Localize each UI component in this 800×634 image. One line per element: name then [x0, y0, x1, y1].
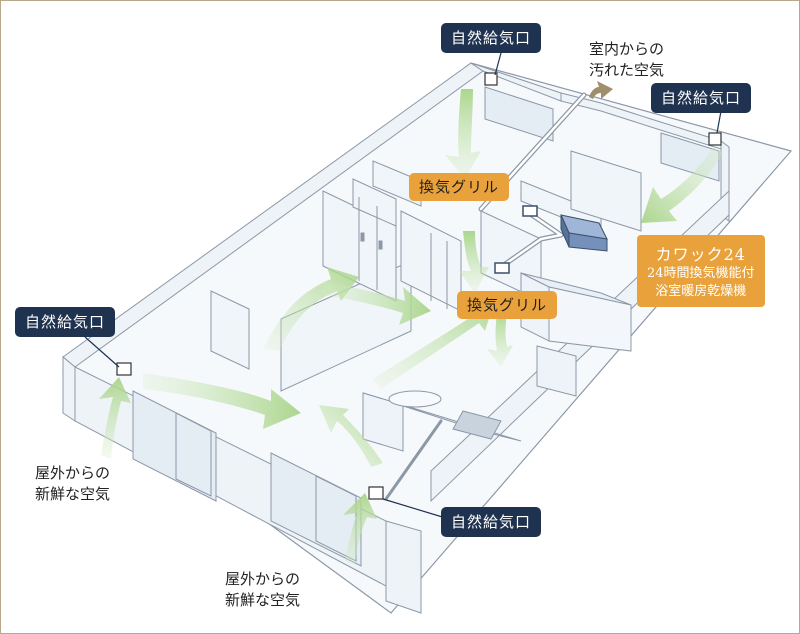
intake-callout-bottom: 自然給気口 — [441, 507, 542, 537]
unit-desc-line1: 24時間換気機能付 — [647, 266, 755, 281]
fresh-bottom-line2: 新鮮な空気 — [225, 591, 301, 609]
intake-callout-right: 自然給気口 — [651, 83, 752, 113]
unit-name: カワック24 — [655, 245, 746, 264]
fresh-air-arrows — [99, 89, 723, 565]
interior-doors — [358, 197, 448, 309]
fresh-air-note-left: 屋外からの 新鮮な空気 — [35, 463, 110, 505]
intake-callout-top: 自然給気口 — [441, 23, 542, 53]
kitchen-counter — [362, 390, 522, 452]
outer-walls — [62, 62, 730, 614]
grille-label-lower: 換気グリル — [457, 291, 558, 319]
grille-label-upper: 換気グリル — [409, 173, 510, 201]
fresh-left-line1: 屋外からの — [35, 464, 111, 482]
exhaust-note-line1: 室内からの — [589, 40, 665, 58]
fresh-air-note-bottom: 屋外からの 新鮮な空気 — [225, 569, 300, 611]
exhaust-air-note: 室内からの 汚れた空気 — [589, 39, 664, 81]
exhaust-arrow — [589, 81, 613, 99]
ventilation-unit-label: カワック24 24時間換気機能付 浴室暖房乾燥機 — [637, 235, 765, 307]
fresh-bottom-line1: 屋外からの — [225, 570, 301, 588]
air-inlet-vents — [116, 72, 722, 500]
unit-desc-line2: 浴室暖房乾燥機 — [655, 284, 747, 299]
grille-markers — [494, 205, 538, 274]
intake-callout-left: 自然給気口 — [15, 307, 116, 337]
fresh-left-line2: 新鮮な空気 — [35, 485, 111, 503]
exhaust-note-line2: 汚れた空気 — [589, 61, 665, 79]
ventilation-unit-box — [560, 214, 608, 252]
lower-windows — [132, 390, 362, 567]
callout-leaders — [84, 52, 722, 520]
